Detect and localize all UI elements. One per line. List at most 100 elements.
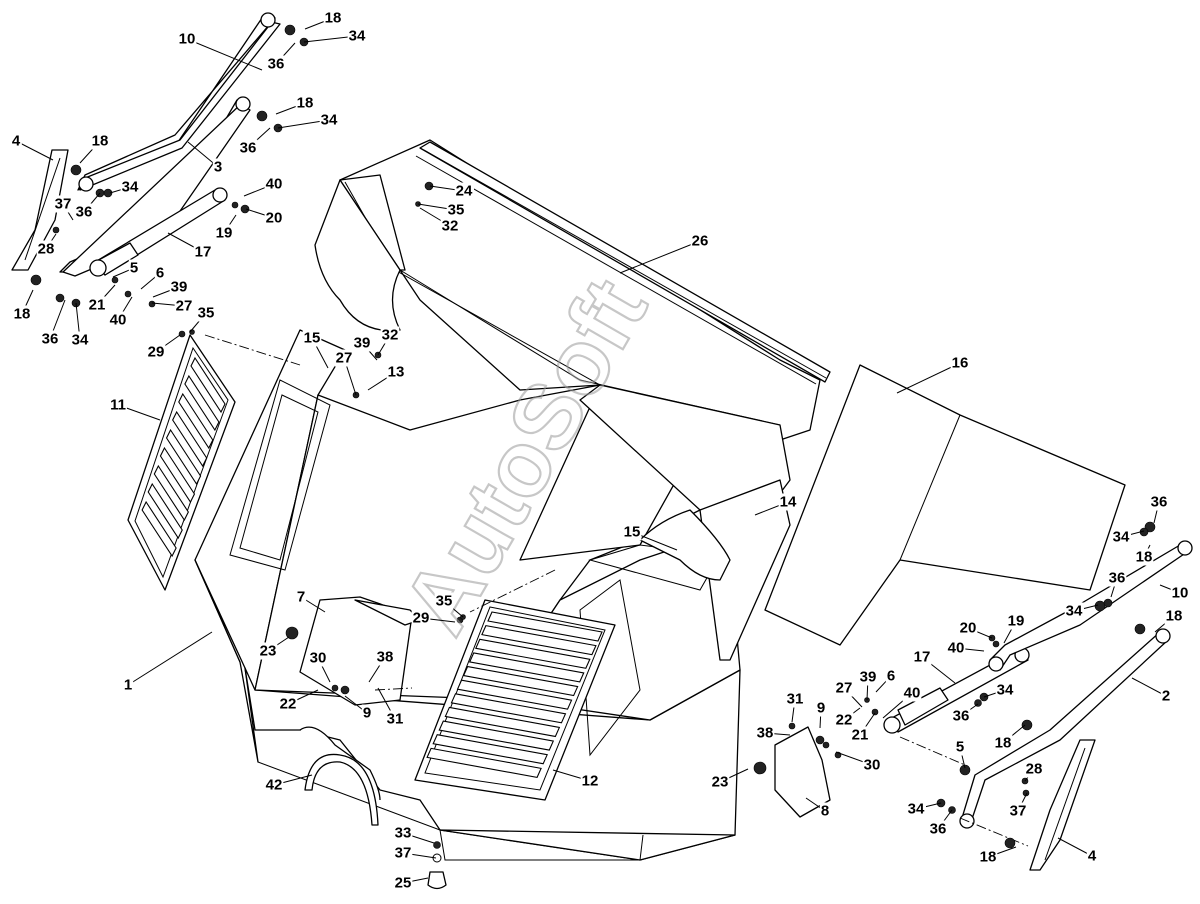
part-number-label: 40: [266, 176, 283, 193]
callout: 13: [367, 363, 406, 391]
fastener: [1103, 598, 1113, 608]
label-background: [454, 182, 474, 200]
callout: 5: [112, 259, 140, 278]
fastener: [284, 24, 296, 36]
label-background: [1160, 687, 1172, 705]
part-number-label: 35: [198, 305, 215, 322]
grille-slot: [153, 464, 189, 522]
part-number-label: 19: [1008, 613, 1025, 630]
callout: 36: [951, 703, 979, 725]
label-background: [146, 343, 166, 361]
grille-slots: [141, 356, 226, 558]
label-background: [266, 55, 286, 73]
callout: 28: [36, 233, 57, 258]
part-number-label: 23: [260, 643, 277, 660]
fastener: [822, 741, 830, 749]
part-number-label: 34: [908, 801, 925, 818]
fastener: [992, 640, 1000, 648]
label-background: [580, 772, 600, 790]
part-number-label: 32: [382, 327, 399, 344]
label-background: [264, 776, 284, 794]
part-number-label: 30: [864, 757, 881, 774]
label-background: [1006, 612, 1026, 630]
callout: 15: [622, 523, 678, 551]
label-background: [834, 679, 854, 697]
label-background: [169, 278, 189, 296]
link-arm-right-lower: [959, 628, 1171, 829]
callout: 19: [214, 214, 237, 242]
callout: 18: [12, 289, 34, 323]
label-background: [1111, 528, 1131, 546]
access-door-right: [774, 726, 831, 818]
label-background: [302, 329, 322, 347]
part-number-label: 1: [124, 677, 132, 694]
label-background: [393, 824, 413, 842]
callout: 8: [805, 797, 831, 820]
fastener: [959, 764, 971, 776]
callout: 38: [368, 648, 395, 683]
link-arm-left-lower: [59, 96, 251, 277]
label-background: [993, 734, 1013, 752]
callout: 42: [264, 774, 313, 794]
callout: 9: [344, 695, 373, 722]
label-background: [710, 773, 730, 791]
callout: 31: [377, 687, 405, 728]
callout: 25: [393, 874, 429, 892]
label-background: [87, 296, 107, 314]
label-background: [10, 132, 22, 150]
callout: 33: [393, 824, 435, 844]
part-number-label: 13: [388, 364, 405, 381]
part-number-label: 36: [268, 56, 285, 73]
part-number-label: 21: [89, 297, 106, 314]
label-background: [440, 217, 460, 235]
label-background: [177, 30, 197, 48]
part-number-label: 39: [354, 335, 371, 352]
label-background: [912, 648, 932, 666]
part-number-label: 31: [787, 691, 804, 708]
rubber-foot: [427, 841, 447, 890]
part-number-label: 36: [76, 204, 93, 221]
part-number-label: 18: [995, 735, 1012, 752]
part-number-label: 36: [1109, 570, 1126, 587]
link-arm-left-upper: [77, 12, 281, 192]
callout: 36: [40, 299, 66, 348]
grille-slot: [172, 410, 208, 468]
callout: 21: [850, 712, 876, 744]
callout: 40: [243, 175, 284, 197]
callout: 36: [1107, 569, 1127, 598]
grille-slot: [190, 356, 226, 414]
grille-slot: [159, 446, 196, 504]
alignment-lines: [204, 334, 1029, 847]
label-background: [850, 726, 870, 744]
part-number-label: 18: [1136, 549, 1153, 566]
label-background: [386, 363, 406, 381]
callout: 20: [958, 619, 993, 639]
callout: 39: [152, 278, 189, 298]
part-number-label: 34: [122, 179, 139, 196]
label-background: [295, 588, 307, 606]
part-number-label: 22: [836, 712, 853, 729]
label-background: [834, 711, 854, 729]
label-background: [885, 667, 897, 685]
fastener: [148, 300, 156, 308]
part-number-label: 40: [948, 640, 965, 657]
fastener: [124, 290, 132, 298]
label-background: [978, 848, 998, 866]
label-background: [1107, 569, 1127, 587]
label-background: [1170, 584, 1190, 602]
callout: 34: [906, 800, 942, 818]
callout: 17: [912, 648, 956, 684]
label-background: [385, 710, 405, 728]
fastener: [788, 722, 796, 730]
seal-strip: [415, 141, 831, 385]
part-number-label: 18: [297, 95, 314, 112]
callout: 19: [1003, 612, 1026, 644]
part-number-label: 27: [336, 350, 353, 367]
grille-slot: [426, 747, 542, 778]
callout: 18: [304, 9, 343, 30]
label-background: [815, 699, 827, 717]
callout: 38: [755, 724, 791, 742]
grille-slot: [141, 500, 177, 558]
part-number-label: 36: [930, 821, 947, 838]
part-number-label: 27: [176, 298, 193, 315]
